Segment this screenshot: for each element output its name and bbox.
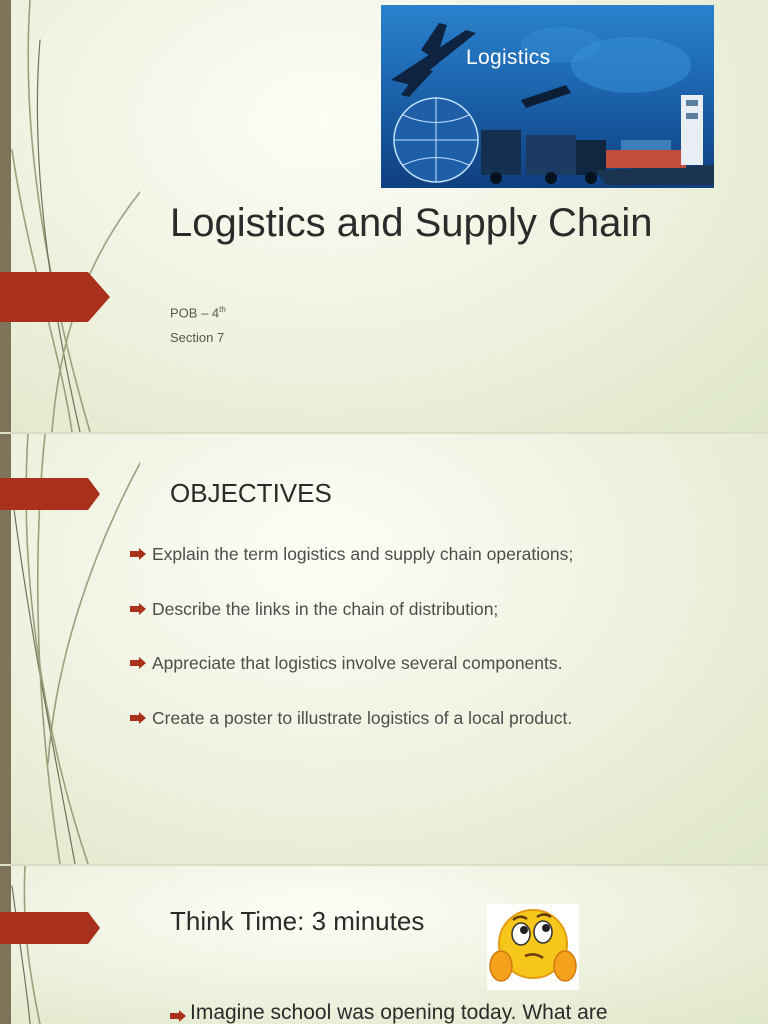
logistics-hero-image: Logistics	[381, 5, 714, 188]
arrow-bullet-icon	[130, 602, 146, 615]
think-time-heading: Think Time: 3 minutes	[170, 906, 425, 936]
list-item: Create a poster to illustrate logistics …	[130, 706, 573, 761]
arrow-bullet-icon	[130, 657, 146, 669]
vine-decoration	[11, 0, 140, 432]
course-superscript: th	[219, 305, 226, 314]
objective-text: Describe the links in the chain of distr…	[152, 598, 499, 619]
course-label: POB – 4th	[170, 305, 226, 320]
slide-objectives: OBJECTIVES Explain the term logistics an…	[0, 434, 768, 864]
list-item: Explain the term logistics and supply ch…	[130, 542, 573, 597]
section-tag-icon	[0, 478, 110, 510]
arrow-bullet-icon	[130, 711, 146, 724]
slide-think-time: Think Time: 3 minutes Imagine school was…	[0, 866, 768, 1024]
think-time-bullet-text: Imagine school was opening today. What a…	[190, 1001, 608, 1024]
objectives-heading: OBJECTIVES	[170, 478, 332, 508]
objective-text: Appreciate that logistics involve severa…	[152, 653, 563, 673]
left-bar	[0, 866, 11, 1024]
list-item: Describe the links in the chain of distr…	[130, 597, 573, 652]
think-time-bullet: Imagine school was opening today. What a…	[168, 1001, 608, 1024]
section-tag-icon	[0, 272, 110, 322]
list-item: Appreciate that logistics involve severa…	[130, 651, 573, 706]
section-label: Section 7	[170, 330, 225, 345]
course-text: POB – 4	[170, 305, 220, 321]
hero-image-label: Logistics	[466, 46, 551, 69]
left-bar	[0, 434, 11, 864]
vine-decoration	[11, 866, 41, 1024]
arrow-bullet-icon	[130, 548, 146, 560]
thinking-face-emoji	[487, 904, 579, 990]
slide-title: Logistics Logistics and Supply Chain POB…	[0, 0, 768, 432]
arrow-bullet-icon	[170, 1010, 186, 1022]
objective-text: Create a poster to illustrate logistics …	[152, 707, 573, 728]
section-tag-icon	[0, 912, 110, 944]
left-bar	[0, 0, 11, 432]
objectives-list: Explain the term logistics and supply ch…	[130, 542, 573, 760]
slide-divider	[0, 864, 768, 866]
slide-divider	[0, 432, 768, 434]
slide-title-heading: Logistics and Supply Chain	[170, 201, 653, 245]
objective-text: Explain the term logistics and supply ch…	[152, 544, 574, 564]
